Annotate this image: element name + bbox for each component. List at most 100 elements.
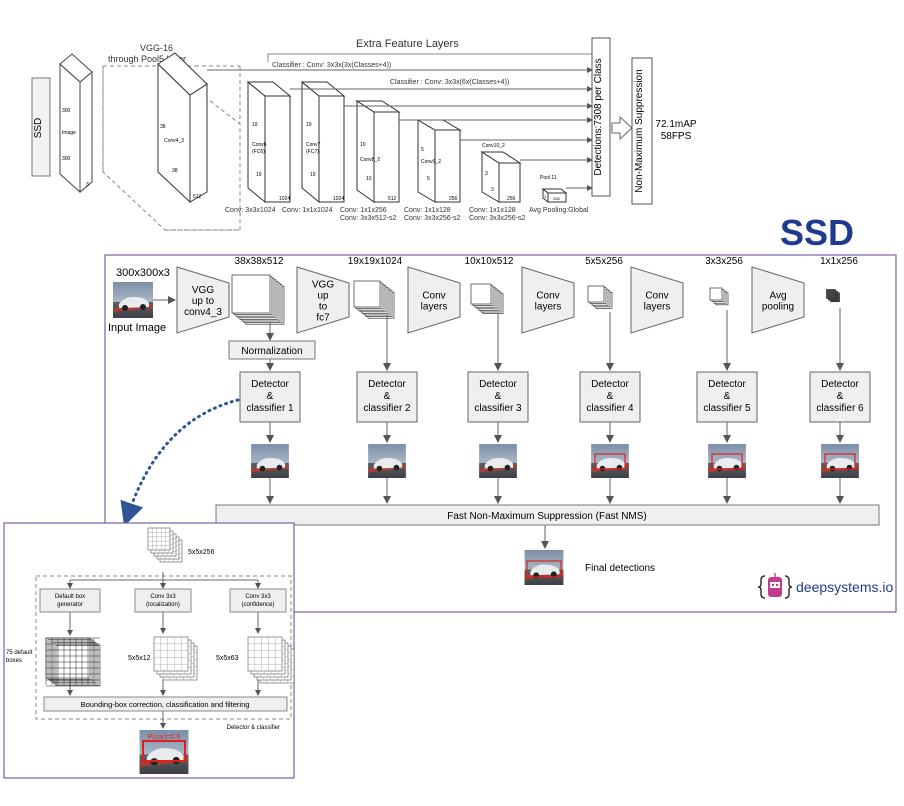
size-label-3: 10x10x512 [465, 256, 514, 267]
detector-box-1 [239, 371, 301, 423]
fast-nms-box [215, 504, 880, 526]
default-boxes-grid [45, 637, 101, 687]
detector-label-4-3: classifier 4 [586, 403, 634, 414]
detection-thumb-1 [251, 444, 289, 478]
size-label-5: 3x3x256 [705, 256, 743, 267]
conv7-name-2: (FC7) [306, 149, 319, 155]
classifier-1-label: Classifier : Conv: 3x3x(3x(Classes+4)) [272, 62, 391, 69]
layer-label-1-2: up to [192, 296, 215, 307]
detector-label-5-1: Detector [708, 379, 746, 390]
inset: 5x5x256 Detector & classifier Default bo… [6, 527, 295, 774]
final-detection-box [526, 560, 562, 578]
extra-bracket [267, 53, 593, 62]
input-size-label: 300x300x3 [116, 267, 170, 279]
conv8-depth: 512 [388, 196, 397, 202]
box3-line2: (confidence) [241, 602, 274, 608]
detections-label: Detections:7308 per Class [593, 58, 604, 175]
classifier-arrows [207, 67, 593, 191]
inset-result-box [142, 740, 186, 762]
inset-connectors [67, 572, 261, 729]
conv7-name-1: Conv7 [306, 142, 321, 148]
to-nms-arrow [611, 115, 633, 141]
conv8-size-1: 10 [360, 142, 366, 148]
size-label-6: 1x1x256 [820, 256, 858, 267]
conv10-size-1: 3 [485, 171, 488, 177]
final-detections-label: Final detections [585, 563, 655, 574]
detector-box-2 [356, 371, 418, 423]
conv7-size-2: 19 [310, 172, 316, 178]
detector-label-5-2: & [724, 391, 731, 402]
conv7-size-1: 19 [306, 122, 312, 128]
vgg-title: VGG-16 [140, 43, 173, 53]
detection-thumb-2 [368, 444, 406, 478]
map-label: 72.1mAP [655, 119, 696, 130]
layer-label-5-1: Conv [645, 291, 668, 302]
inset-caption: Detector & classifier [227, 725, 280, 731]
extra-title: Extra Feature Layers [356, 38, 459, 50]
top-architecture: SSD 300 Image 300 3 VGG-16 through Pool5… [31, 37, 697, 231]
default-boxes-line2: boxes [6, 658, 22, 664]
feature-map-1 [231, 274, 285, 325]
conv4-name: Conv4_3 [164, 138, 184, 144]
input-dim-1: 300 [62, 108, 71, 114]
brand-logo: deepsystems.io [757, 573, 893, 599]
loc-grid [153, 636, 198, 681]
detector-box-6 [809, 371, 871, 423]
bottom-label-4b: Conv: 3x3x256-s2 [404, 215, 461, 222]
main-title: SSD [780, 212, 854, 253]
top-nms-label: Non-Maximum Suppression [634, 69, 645, 192]
conv10-depth: 256 [507, 196, 516, 202]
detector-label-1-3: classifier 1 [246, 403, 294, 414]
layer-label-2-3: to [319, 302, 328, 313]
layer-trapezoid-6 [751, 266, 805, 334]
conv4-depth: 512 [193, 194, 202, 200]
detector-label-3-3: classifier 3 [474, 403, 522, 414]
conv10-name: Conv10_2 [482, 143, 505, 149]
conv9-size-2: 5 [427, 176, 430, 182]
pool11-name: Pool 11 [540, 175, 557, 181]
conv9-size-1: 5 [421, 147, 424, 153]
detector-label-4-1: Detector [591, 379, 629, 390]
feature-map-5 [709, 287, 729, 306]
normalization-box [228, 340, 316, 360]
conv4-size-1: 38 [160, 124, 166, 130]
pool11-depth: 256 [553, 196, 560, 201]
conv7-depth: 1024 [333, 196, 344, 202]
zoom-dotted-arrow [120, 398, 240, 527]
layer-label-4-2: layers [535, 302, 562, 313]
layer-label-6-1: Avg [769, 291, 786, 302]
layer-label-2-4: fc7 [316, 313, 330, 324]
input-image [113, 282, 153, 318]
layer-label-5-2: layers [644, 302, 671, 313]
classifier-2-label: Classifier : Conv: 3x3x(6x(Classes+4)) [390, 79, 509, 86]
detector-label-5-3: classifier 5 [703, 403, 751, 414]
conv6-name-1: Conv6 [252, 142, 267, 148]
detection-thumb-3 [479, 444, 517, 478]
input-image-label: Input Image [108, 322, 166, 334]
bottom-label-4a: Conv: 1x1x128 [404, 207, 451, 214]
size-label-2: 19x19x1024 [348, 256, 403, 267]
detector-label-6-3: classifier 6 [816, 403, 864, 414]
default-boxes-line1: 75 default [6, 650, 33, 656]
size-label-1: 38x38x512 [235, 256, 284, 267]
detector-label-2-2: & [384, 391, 391, 402]
detector-label-2-3: classifier 2 [363, 403, 411, 414]
layer-trapezoid-1 [176, 266, 230, 334]
box1-line2: generator [57, 602, 83, 608]
box2-line1: Conv 3x3 [150, 594, 176, 600]
detection-thumb-6 [821, 444, 859, 478]
layer-label-1-1: VGG [192, 285, 214, 296]
fps-label: 58FPS [661, 131, 692, 142]
bbox-correction-label: Bounding-box correction, classification … [81, 700, 250, 709]
ssd-side-label: SSD [33, 118, 44, 139]
conv6-depth: 1024 [279, 196, 290, 202]
conf-grid [247, 636, 295, 684]
bottom-label-5b: Conv: 3x3x256-s2 [469, 215, 526, 222]
conv6-size-1: 19 [252, 122, 258, 128]
vgg-subtitle: through Pool5 layer [108, 54, 186, 64]
default-box-generator [39, 588, 101, 613]
detector-label-6-1: Detector [821, 379, 859, 390]
conv9-name: Conv9_2 [421, 159, 441, 165]
